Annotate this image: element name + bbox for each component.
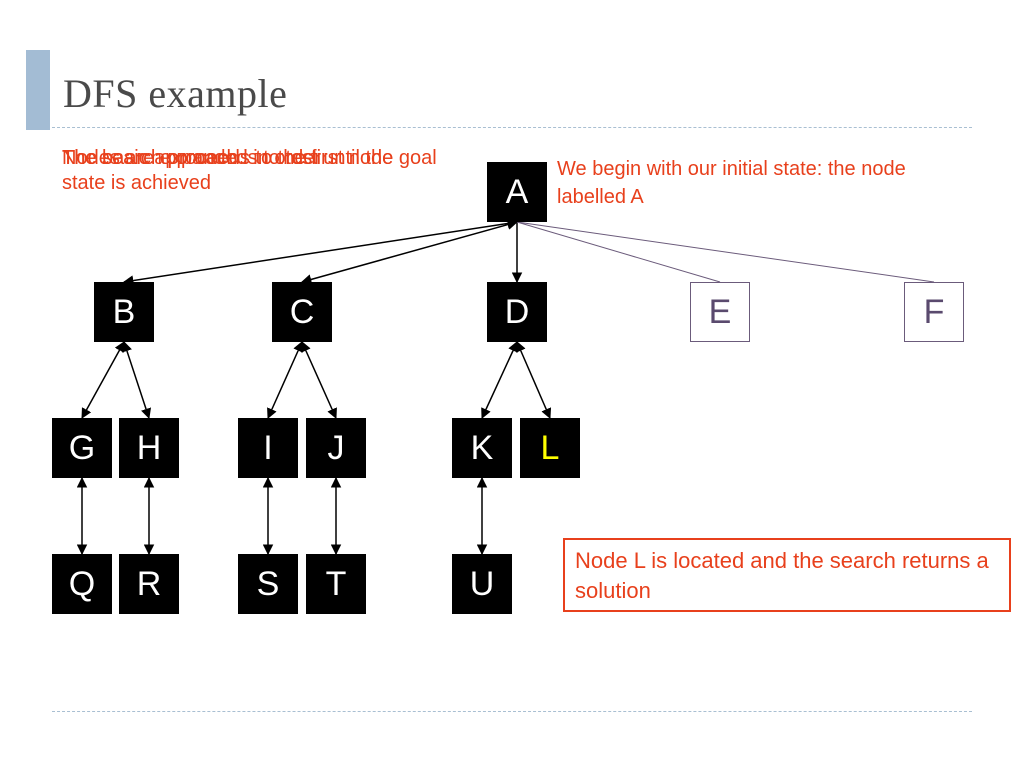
node-a: A	[487, 162, 547, 222]
edge-c-j	[301, 341, 337, 419]
node-h: H	[119, 418, 179, 478]
title-divider	[52, 127, 972, 128]
node-c: C	[272, 282, 332, 342]
edge-a-b	[122, 218, 519, 286]
edge-a-c	[300, 219, 519, 285]
node-f: F	[904, 282, 964, 342]
edge-b-h	[121, 341, 152, 419]
narration-line-1: The search proceeds to the first node	[62, 147, 394, 169]
slide-title: DFS example	[63, 71, 288, 116]
node-l: L	[520, 418, 580, 478]
edge-c-i	[267, 341, 303, 419]
edge-a-f	[516, 221, 935, 283]
title-accent-bar	[26, 50, 50, 130]
node-e: E	[690, 282, 750, 342]
footer-divider	[52, 711, 972, 712]
edge-a-e	[516, 221, 721, 283]
edge-d-l	[515, 341, 552, 419]
node-d: D	[487, 282, 547, 342]
node-b: B	[94, 282, 154, 342]
result-callout: Node L is located and the search returns…	[563, 538, 1011, 612]
narration-line-2: Nodes are expanded in order	[62, 147, 322, 169]
node-j: J	[306, 418, 366, 478]
node-g: G	[52, 418, 112, 478]
node-q: Q	[52, 554, 112, 614]
edge-b-g	[81, 341, 125, 419]
node-s: S	[238, 554, 298, 614]
node-i: I	[238, 418, 298, 478]
edge-d-k	[481, 341, 518, 419]
start-callout: We begin with our initial state: the nod…	[557, 158, 906, 208]
node-k: K	[452, 418, 512, 478]
node-t: T	[306, 554, 366, 614]
node-u: U	[452, 554, 512, 614]
node-r: R	[119, 554, 179, 614]
narration-line-3: The basic approach is to test until the …	[62, 147, 437, 194]
